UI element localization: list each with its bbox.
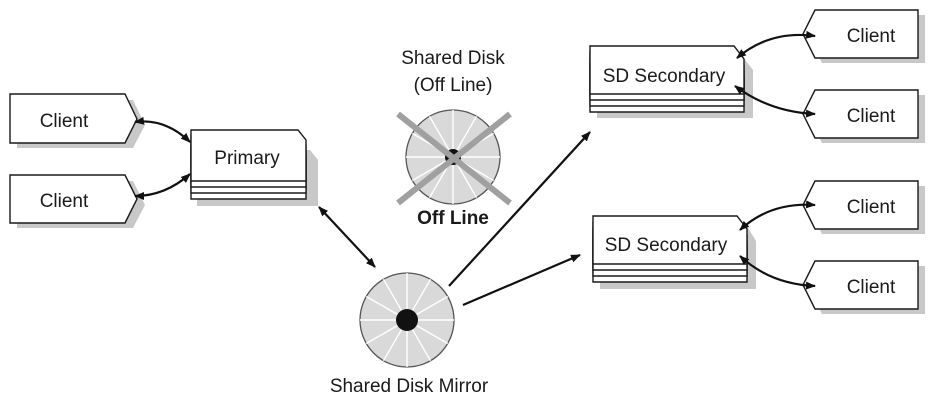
- client-label: Client: [847, 106, 896, 127]
- client-left-bottom: Client: [9, 174, 145, 228]
- connector-mirror-sd-bottom: [462, 253, 581, 307]
- connector-mirror-sd-top: [448, 131, 591, 287]
- client-label: Client: [847, 277, 896, 298]
- disk-icon: [359, 272, 455, 368]
- shared-disk-title-line2: (Off Line): [414, 75, 493, 96]
- shared-disk-title-line1: Shared Disk: [401, 48, 505, 69]
- primary-server: Primary: [190, 129, 318, 206]
- client-right-3: Client: [802, 180, 925, 234]
- shared-disk-offline: Shared Disk (Off Line): [396, 48, 512, 229]
- primary-label: Primary: [214, 148, 280, 169]
- sd-secondary-label: SD Secondary: [605, 235, 728, 256]
- connectors: [134, 30, 816, 307]
- sd-secondary-top: SD Secondary: [589, 45, 753, 118]
- client-left-top: Client: [9, 93, 145, 148]
- shared-disk-mirror: Shared Disk Mirror: [330, 272, 489, 397]
- client-right-2: Client: [802, 89, 925, 143]
- offline-cross-icon: [396, 111, 512, 206]
- connector-sd-client-4: [739, 255, 816, 290]
- connector-sd-client-1: [736, 30, 816, 59]
- connector-client-primary-bottom: [134, 173, 191, 200]
- shared-disk-mirror-label: Shared Disk Mirror: [330, 376, 489, 397]
- sd-secondary-label: SD Secondary: [603, 66, 726, 87]
- client-right-4: Client: [802, 260, 925, 314]
- client-label: Client: [847, 26, 896, 47]
- connector-sd-client-2: [734, 85, 816, 118]
- connector-sd-client-3: [739, 200, 816, 231]
- sd-secondary-bottom: SD Secondary: [592, 215, 756, 289]
- client-label: Client: [40, 191, 89, 212]
- offline-status-label: Off Line: [417, 208, 489, 229]
- connector-primary-mirror: [318, 206, 376, 268]
- client-label: Client: [40, 111, 89, 132]
- connector-client-primary-top: [134, 116, 191, 143]
- client-label: Client: [847, 197, 896, 218]
- client-right-1: Client: [802, 9, 925, 63]
